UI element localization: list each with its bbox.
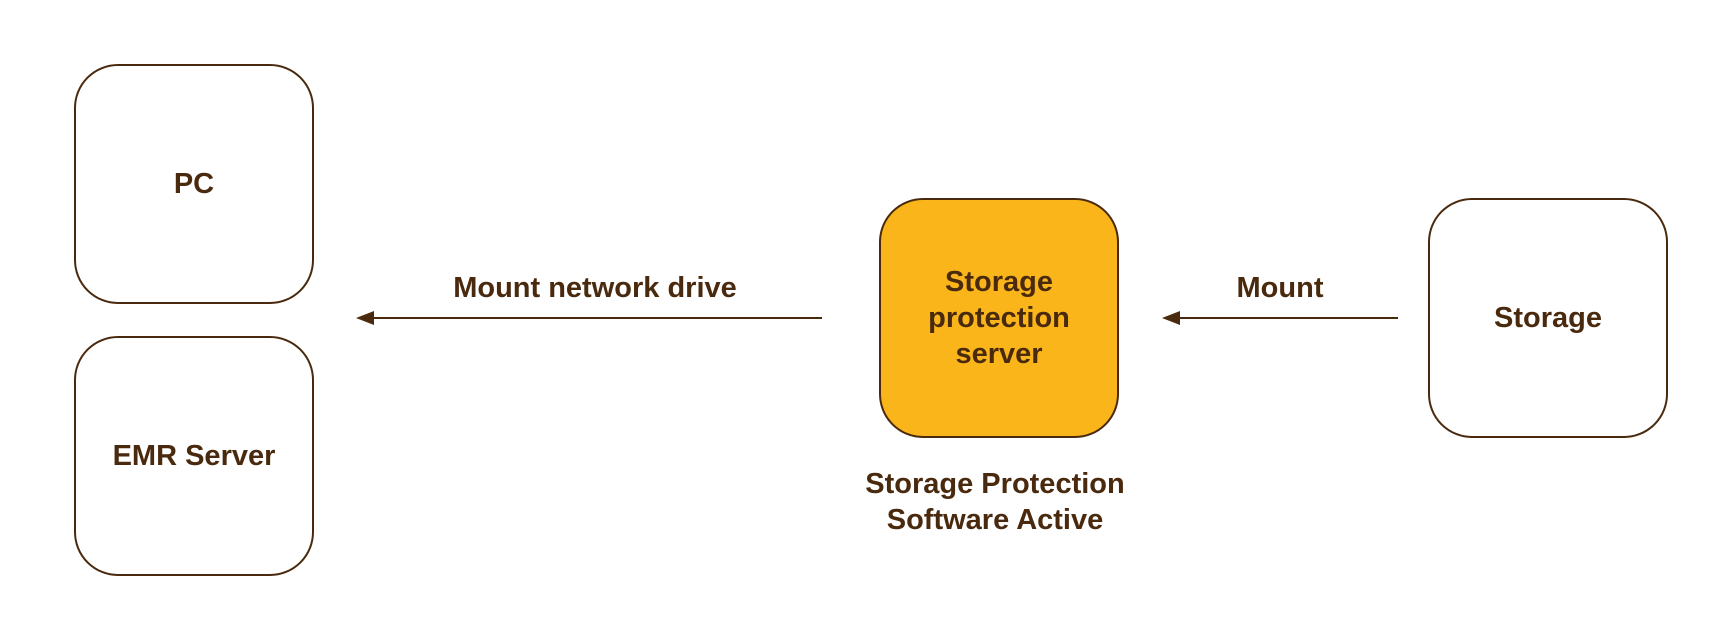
arrowhead-left-icon — [1162, 311, 1180, 325]
emr-server-node-label: EMR Server — [112, 440, 276, 472]
storage-node: Storage — [1428, 198, 1668, 438]
pc-node-label: PC — [173, 168, 215, 200]
server-status-caption: Storage Protection Software Active — [865, 468, 1125, 536]
emr-server-node: EMR Server — [74, 336, 314, 576]
edge-mount — [1162, 311, 1398, 325]
storage-node-label: Storage — [1494, 302, 1602, 334]
mount-label: Mount — [1236, 272, 1324, 304]
arrowhead-left-icon — [356, 311, 374, 325]
edge-mount-network-drive — [356, 311, 822, 325]
storage-protection-server-node: Storage protection server — [879, 198, 1119, 438]
pc-node: PC — [74, 64, 314, 304]
storage-protection-server-label: Storage protection server — [928, 266, 1070, 370]
mount-network-drive-label: Mount network drive — [453, 272, 737, 304]
